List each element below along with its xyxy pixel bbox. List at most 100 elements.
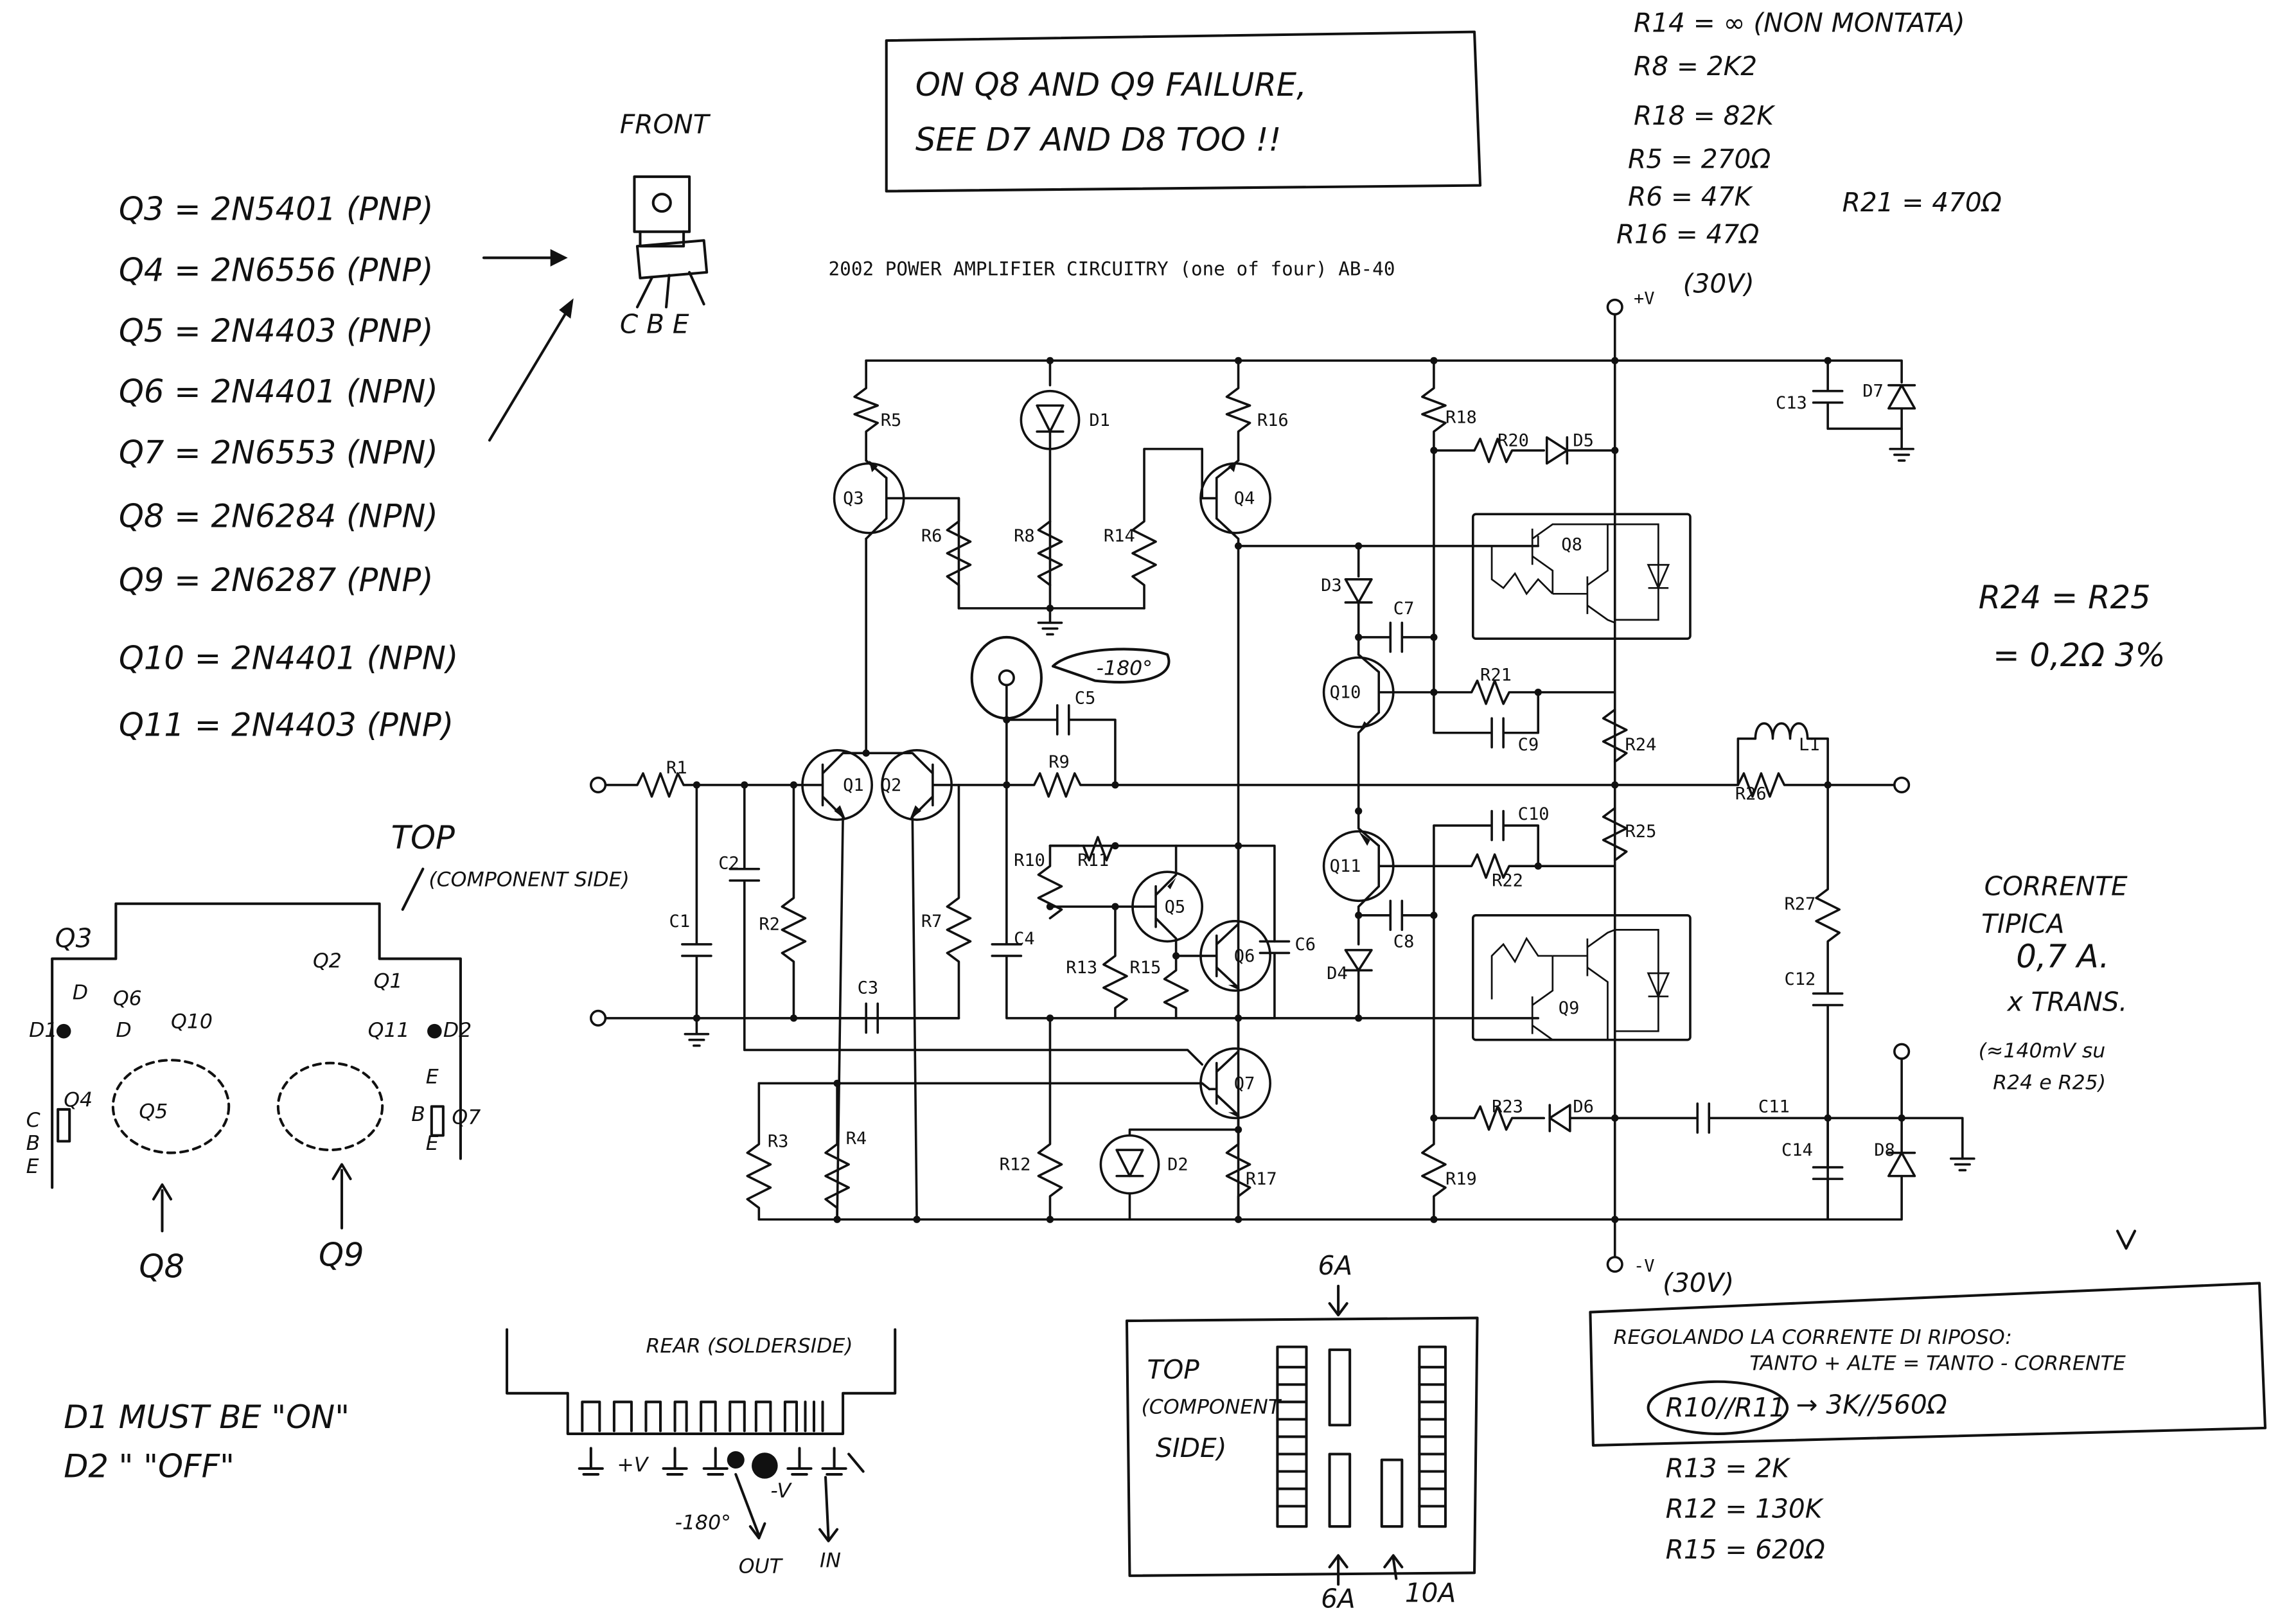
- transistor-list-item: Q9 = 2N6287 (PNP): [119, 561, 434, 599]
- resistor-r8: [1037, 520, 1063, 587]
- d7-lead: [1826, 359, 1903, 384]
- diode-d3-label: D3: [1321, 576, 1342, 596]
- capacitor-c13-label: C13: [1776, 393, 1807, 413]
- transistor-list-item: Q4 = 2N6556 (PNP): [119, 251, 434, 288]
- transistor-q4: Q4: [1199, 448, 1271, 1221]
- pcb-top-q10-label: Q10: [171, 1011, 213, 1034]
- phase-annotation-label: -180°: [1097, 657, 1153, 680]
- capacitor-c14-label: C14: [1781, 1140, 1813, 1160]
- diode-d4-label: D4: [1327, 964, 1348, 984]
- pcb-rear-in-label: IN: [820, 1549, 841, 1572]
- transistor-q10: Q10: [1322, 653, 1435, 813]
- node: [1111, 781, 1119, 789]
- capacitor-c10-label: C10: [1518, 804, 1550, 824]
- resistor-r21-label: R21: [1480, 666, 1512, 685]
- bias-value-list: R13 = 2K R12 = 130K R15 = 620Ω: [1666, 1453, 1825, 1565]
- diode-d5-triangle: [1545, 436, 1569, 465]
- output-module-q9-driver: [1531, 955, 1615, 1041]
- node: [1111, 842, 1119, 850]
- pcb-top-q5-label: Q5: [139, 1100, 168, 1123]
- pcb-fuse-strip-right-pads: [1418, 1366, 1447, 1508]
- output-terminal: [1893, 776, 1911, 793]
- diode-d6-triangle: [1548, 1104, 1571, 1133]
- inductor-l1-label: L1: [1799, 735, 1820, 755]
- transistor-list-item: Q10 = 2N4401 (NPN): [119, 640, 459, 677]
- resistor-value-item: R16 = 47Ω: [1616, 219, 1759, 250]
- ground-symbol: [662, 1447, 688, 1476]
- current-note-line4: x TRANS.: [2006, 987, 2128, 1018]
- pcb-top-q8-footprint: [111, 1059, 231, 1154]
- resistor-r26-label: R26: [1735, 784, 1767, 804]
- pcb-top-d2-label: D2: [443, 1019, 472, 1042]
- capacitor-c12-label: C12: [1784, 969, 1816, 989]
- pcb-top-b-label: B: [26, 1132, 40, 1155]
- pcb-rear-pos-label: +V: [617, 1454, 649, 1477]
- resistor-value-item: R5 = 270Ω: [1628, 144, 1771, 175]
- resistor-r7: [946, 784, 972, 1019]
- pcb-top-e-label: E: [26, 1155, 39, 1178]
- bias-value-item: R15 = 620Ω: [1666, 1534, 1825, 1565]
- q7-base-line: [757, 1082, 1211, 1091]
- diode-d2: D2: [1099, 1134, 1189, 1221]
- transistor-q4-label: Q4: [1234, 489, 1255, 509]
- resistor-r21: [1433, 679, 1616, 705]
- resistor-r2: [781, 784, 807, 1019]
- zobel-r27-c12: [1812, 784, 1844, 1221]
- ground-symbol: [1037, 607, 1063, 636]
- transistor-q11: Q11: [1322, 809, 1435, 946]
- pcb-top-q9-footprint: [276, 1061, 384, 1152]
- arrow-q7-to-package: [488, 308, 569, 442]
- input-stage: R1 C1 C2 R2 C3 R7: [590, 758, 1204, 1066]
- output-module-q8: Q8: [1471, 513, 1692, 640]
- transistor-q3: Q3: [833, 459, 960, 610]
- resistor-r22: [1433, 853, 1616, 879]
- transistor-q7-body: [1199, 1047, 1271, 1120]
- transistor-q1-leads: [792, 752, 867, 1221]
- node: [1611, 357, 1619, 364]
- diode-d6: D6: [1548, 1097, 1616, 1133]
- resistor-r23-label: R23: [1492, 1097, 1523, 1116]
- transistor-q1-label: Q1: [843, 775, 864, 795]
- diode-d7-label: D7: [1862, 382, 1884, 402]
- pcb-rear-neg-label: -V: [770, 1479, 792, 1503]
- pcb-fuse-sketch: TOP (COMPONENT SIDE) 6A 6A 10A: [1125, 1250, 1479, 1614]
- output-module-q8-power: [1552, 524, 1616, 624]
- failure-note-frame: [885, 30, 1482, 193]
- diode-d7-bar: [1887, 384, 1916, 450]
- ground-symbol: [821, 1447, 865, 1476]
- q7-to-d2: [1128, 1128, 1240, 1137]
- transistor-list-item: Q6 = 2N4401 (NPN): [119, 373, 438, 410]
- resistor-r15: [1163, 955, 1189, 1019]
- bias-value-item: R12 = 130K: [1666, 1494, 1825, 1524]
- transistor-q7: Q7: [1199, 1017, 1271, 1131]
- diode-d2-bar: [1115, 1174, 1144, 1221]
- node: [1355, 1014, 1363, 1022]
- resistor-r8-label: R8: [1014, 526, 1035, 546]
- transistor-q8-label: Q8: [1561, 535, 1582, 555]
- test-point: [998, 669, 1015, 687]
- failure-note-line1: ON Q8 AND Q9 FAILURE,: [915, 66, 1307, 103]
- resistor-r3-label: R3: [768, 1132, 789, 1152]
- resistor-value-item: R6 = 47K: [1628, 181, 1753, 212]
- capacitor-c2: [729, 784, 1204, 1066]
- pcb-rear-phase-label: -180°: [675, 1512, 731, 1535]
- diode-d7: D7: [1862, 382, 1916, 450]
- pcb-rear-neg-pad: [752, 1452, 778, 1479]
- capacitor-c10: [1433, 809, 1540, 867]
- pcb-fuse-title: TOP: [1147, 1354, 1200, 1385]
- pcb-top-c-label: C: [26, 1109, 40, 1132]
- pcb-fuse-holder-bottom-left: [1328, 1452, 1352, 1528]
- transistor-q5-leads: [1143, 844, 1178, 957]
- transistor-q2-arrow: [909, 805, 921, 820]
- capacitor-c8: [1357, 899, 1435, 931]
- diode-d3-triangle: [1344, 578, 1373, 604]
- capacitor-c13: [1812, 359, 1903, 430]
- transistor-q6-leads: [1201, 844, 1240, 1019]
- resistor-r5: [853, 359, 879, 462]
- output-module-q8-resistor: [1490, 545, 1553, 596]
- transistor-list-item: Q7 = 2N6553 (NPN): [119, 434, 438, 471]
- capacitor-c1: [681, 784, 712, 1019]
- bias-note-line1: REGOLANDO LA CORRENTE DI RIPOSO:: [1613, 1326, 2011, 1349]
- pcb-top-d1-label: D1: [29, 1019, 57, 1042]
- bias-adjust-note: REGOLANDO LA CORRENTE DI RIPOSO: TANTO +…: [1589, 1282, 2267, 1447]
